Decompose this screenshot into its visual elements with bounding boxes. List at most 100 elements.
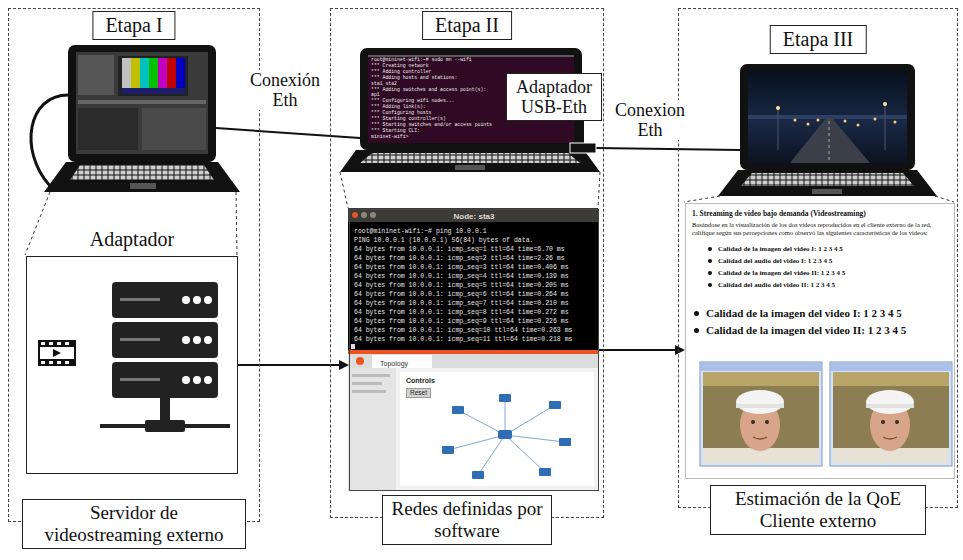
terminal-line: 64 bytes from 10.0.0.1: icmp_seq=2 ttl=6… [354,254,565,263]
laptop-illustration [122,88,185,94]
stage-caption: Servidor de videostreaming externo [22,499,246,549]
server-stack [120,298,160,301]
terminal-window [351,344,355,349]
server-stack [193,376,201,384]
rating-item: Calidad de la imagen del video II: 1 2 3… [706,322,948,339]
topology-gui [478,435,505,475]
laptop-illustration [76,52,208,154]
terminal-window [361,212,367,218]
topology-gui [442,446,454,454]
video-thumbnail [830,362,952,466]
terminal-line: 64 bytes from 10.0.0.1: icmp_seq=7 ttl=6… [354,299,569,308]
zoom-line [340,172,348,208]
video-thumbnail [830,362,952,466]
terminal-window [348,222,598,350]
laptop-illustration [340,150,600,172]
video-thumbnail [831,363,951,371]
flow-arrow [599,345,685,355]
laptop-illustration [131,58,140,88]
server-stack [182,296,190,304]
server-stack [100,282,230,432]
adapter-panel: Adaptador [26,256,238,474]
arrow-head [675,345,685,355]
video-file-icon [53,349,61,357]
topology-gui [505,435,545,472]
laptop-illustration [741,173,914,186]
stage-title: Etapa III [770,25,867,54]
video-file-icon [65,342,69,345]
screen-text: *** Adding controller [371,69,431,75]
topology-gui [448,398,565,475]
laptop-illustration [874,118,877,121]
bullet-item: Calidad de la imagen del video II: 1 2 3… [692,267,948,279]
server-stack [193,296,201,304]
rating-item: Calidad de la imagen del video II: 1 2 3… [718,267,948,279]
video-file-icon [38,340,76,366]
box-label: Adaptador USB-Eth [511,77,597,117]
ethernet-cable [216,128,360,138]
bullet-item: Calidad de la imagen del video I: 1 2 3 … [692,243,948,255]
bullet-dot [708,259,712,263]
topology-gui [352,382,382,385]
video-thumbnail [895,420,899,424]
flow-line [599,349,676,351]
rating-item: Calidad del audio del video I: 1 2 3 4 5 [718,255,948,267]
video-thumbnail [701,363,821,371]
adapter-box: Adaptador USB-Eth [506,73,602,121]
screen-text: root@mininet-wifi:~# sudo mn --wifi [371,57,472,63]
server-stack [112,282,218,318]
video-file-icon [41,361,45,364]
screen-text: *** Starting switches and/or access poin… [371,122,492,128]
topology-gui [498,430,512,439]
video-thumbnail [866,404,914,408]
laptop-illustration [167,58,176,88]
server-stack [112,362,218,398]
zoom-line [935,196,954,202]
server-stack [204,296,212,304]
video-thumbnail [700,362,822,466]
topology-gui [348,350,598,354]
laptop-illustration [70,165,214,180]
stage-region: Etapa IIIEstimación de la QoE Cliente ex… [678,8,958,508]
terminal-line: 64 bytes from 10.0.0.1: icmp_seq=5 ttl=6… [354,281,569,290]
video-thumbnail [703,372,819,463]
terminal-line: 64 bytes from 10.0.0.1: icmp_seq=10 ttl=… [354,326,572,335]
zoom-line [598,172,600,208]
stage-title: Etapa I [92,11,175,40]
topology-gui [505,435,565,442]
laptop-illustration [158,58,167,88]
laptop-illustration [122,58,131,88]
topology-gui [442,394,571,479]
video-thumbnail [736,390,784,414]
video-file-icon [49,361,53,364]
terminal-line: root@mininet-wifi:~# ping 10.0.0.1 [354,227,487,236]
screen-text: *** Adding hosts and stations: [371,75,457,81]
topology-gui [499,394,511,402]
laptop-illustration [740,64,915,170]
terminal-line: 64 bytes from 10.0.0.1: icmp_seq=4 ttl=6… [354,272,569,281]
topology-gui [505,398,506,435]
laptop-illustration [340,48,600,172]
bullet-item: Calidad del audio del video I: 1 2 3 4 5 [692,255,948,267]
bullet-dot [694,328,699,333]
zoom-line [25,172,954,255]
terminal-line: 64 bytes from 10.0.0.1: icmp_seq=9 ttl=6… [354,317,569,326]
laptop-illustration [794,119,797,122]
video-thumbnail [703,372,819,386]
connection-label: Conexion Eth [604,100,696,140]
panel-heading: Adaptador [27,227,237,251]
terminal-line: 64 bytes from 10.0.0.1: icmp_seq=3 ttl=6… [354,263,569,272]
screen-text: *** Configuring wifi nodes... [371,98,454,104]
screen-text: *** Starting CLI: [371,128,420,134]
bullet-dot [708,247,712,251]
server-stack [193,336,201,344]
rating-item: Calidad del audio del video II: 1 2 3 4 … [718,279,948,291]
screen-text: *** Adding link(s): [371,104,426,110]
laptop-illustration [790,118,870,163]
laptop-illustration [857,124,860,127]
screen-text: *** Creating network [371,63,429,69]
ethernet-cable [582,118,584,143]
topology-gui [452,406,464,414]
laptop-illustration [31,45,240,192]
